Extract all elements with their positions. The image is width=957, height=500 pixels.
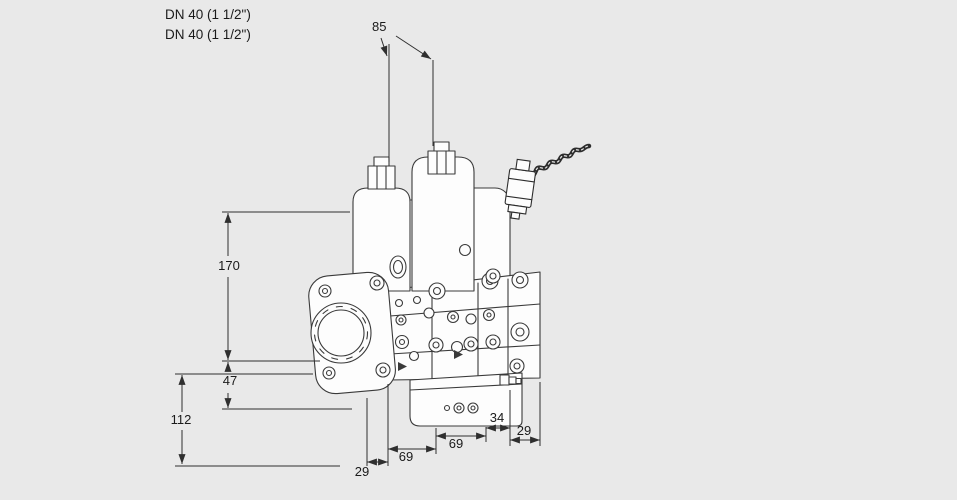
dim-bottom-center-right: 69: [449, 436, 463, 451]
lower-actuator-block: [409, 372, 523, 427]
valve-drawing: [308, 141, 541, 427]
dim-bottom-center-left: 69: [399, 449, 413, 464]
dim-bottom-right: 34: [490, 410, 504, 425]
dim-height-lower: 112: [171, 412, 192, 427]
dim-height-port: 47: [223, 373, 237, 388]
dim-height-total: 170: [218, 258, 240, 273]
label-dn-bottom: DN 40 (1 1/2"): [165, 27, 251, 42]
dim-bottom-far-right: 29: [517, 423, 531, 438]
solenoid-actuator-left: [352, 156, 411, 292]
dim-top-width: 85: [372, 19, 386, 34]
dim-bottom-left: 29: [355, 464, 369, 479]
cable-plug-icon: [504, 143, 592, 220]
inlet-flange: [308, 271, 396, 395]
flow-arrow-icon: [454, 350, 463, 359]
solenoid-actuator-right: [411, 141, 475, 292]
pressure-tap: [499, 374, 510, 386]
cable: [528, 143, 592, 181]
flow-arrow-icon: [398, 362, 407, 371]
label-dn-top: DN 40 (1 1/2"): [165, 7, 251, 22]
dimension-lines: [175, 35, 541, 467]
body-bolt-circles: [394, 243, 530, 374]
